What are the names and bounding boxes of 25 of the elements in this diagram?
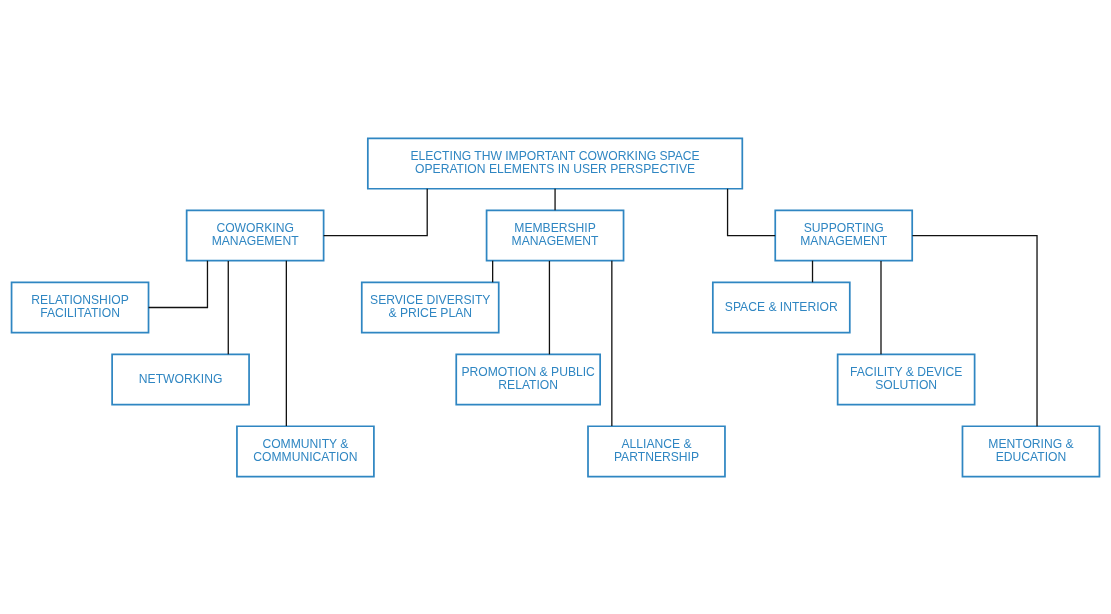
node-box: RELATIONSHIOP FACILITATION (10, 281, 150, 333)
node-box: MEMBERSHIP MANAGEMENT (485, 209, 625, 262)
node-box: ALLIANCE & PARTNERSHIP (587, 424, 726, 477)
connector (880, 259, 882, 355)
node-box: ELECTING THW IMPORTANT COWORKING SPACE OPERATION ELEMENTS IN USER PERSPECTIVE (366, 137, 744, 190)
node-box: SUPPORTING MANAGEMENT (774, 209, 914, 262)
node-box: SERVICE DIVERSITY & PRICE PLAN (360, 281, 500, 333)
connector (911, 234, 1038, 427)
connector (285, 259, 287, 427)
connector (548, 259, 551, 355)
connector (227, 259, 229, 355)
connector (554, 187, 556, 211)
node-box: PROMOTION & PUBLIC RELATION (455, 352, 601, 405)
node-box: COWORKING MANAGEMENT (185, 209, 325, 262)
connector (492, 259, 494, 283)
connector (611, 259, 613, 427)
node-box: SPACE & INTERIOR (711, 281, 851, 333)
node-box: NETWORKING (111, 352, 250, 405)
node-box: MENTORING & EDUCATION (961, 424, 1101, 477)
node-box: COMMUNITY & COMMUNICATION (236, 424, 375, 477)
connector (147, 259, 209, 308)
node-box: FACILITY & DEVICE SOLUTION (836, 352, 976, 405)
connector (811, 259, 814, 283)
connector (726, 187, 776, 236)
connector (323, 187, 428, 236)
